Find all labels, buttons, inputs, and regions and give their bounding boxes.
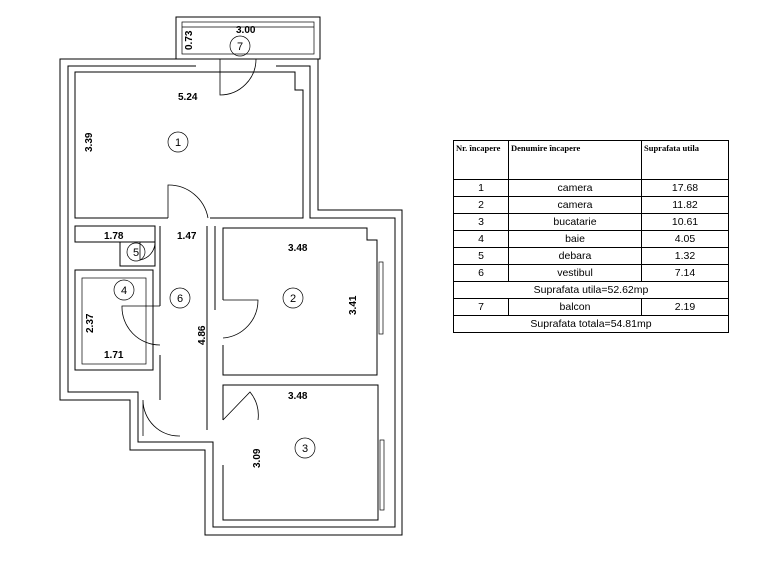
total-row: Suprafata totala=54.81mp xyxy=(453,315,729,333)
room-number: 3 xyxy=(302,443,308,455)
room2-width-dim: 3.48 xyxy=(288,243,308,254)
cell-name: balcon xyxy=(508,298,642,316)
table-row: 1 camera 17.68 xyxy=(453,179,729,197)
room3-width-dim: 3.48 xyxy=(288,391,308,402)
table-row: 7 balcon 2.19 xyxy=(453,298,729,316)
header-name: Denumire încapere xyxy=(508,140,642,180)
cell-name: camera xyxy=(508,196,642,214)
total-cell: Suprafata totala=54.81mp xyxy=(453,315,729,333)
cell-name: debara xyxy=(508,247,642,265)
room4-width-dim: 1.71 xyxy=(104,350,124,361)
table-header-row: Nr. încapere Denumire încapere Suprafata… xyxy=(453,140,729,180)
cell-area: 1.32 xyxy=(641,247,729,265)
cell-area: 11.82 xyxy=(641,196,729,214)
cell-name: camera xyxy=(508,179,642,197)
table-row: 4 baie 4.05 xyxy=(453,230,729,248)
cell-nr: 1 xyxy=(453,179,509,197)
cell-area: 7.14 xyxy=(641,264,729,282)
doors xyxy=(121,58,259,437)
balcony xyxy=(175,16,321,60)
room-label-6: 6 xyxy=(169,287,191,309)
cell-nr: 4 xyxy=(453,230,509,248)
room5-width-dim: 1.78 xyxy=(104,231,124,242)
room-number: 5 xyxy=(133,247,139,259)
room-2 xyxy=(222,227,384,376)
room-5 xyxy=(74,225,156,267)
room1-width-dim: 5.24 xyxy=(178,92,198,103)
cell-nr: 3 xyxy=(453,213,509,231)
table-row: 3 bucatarie 10.61 xyxy=(453,213,729,231)
cell-nr: 2 xyxy=(453,196,509,214)
room-label-5: 5 xyxy=(126,242,146,262)
hall-width-dim: 1.47 xyxy=(177,231,197,242)
cell-name: baie xyxy=(508,230,642,248)
room-1 xyxy=(74,71,304,219)
balcony-depth-dim: 0.73 xyxy=(184,30,195,50)
room-6 xyxy=(159,226,216,430)
room-area-table: Nr. încapere Denumire încapere Suprafata… xyxy=(453,140,729,333)
room-label-4: 4 xyxy=(113,279,135,301)
cell-name: vestibul xyxy=(508,264,642,282)
cell-area: 2.19 xyxy=(641,298,729,316)
room2-depth-dim: 3.41 xyxy=(348,295,359,315)
cell-nr: 7 xyxy=(453,298,509,316)
balcony-width-dim: 3.00 xyxy=(236,25,256,36)
table-row: 6 vestibul 7.14 xyxy=(453,264,729,282)
subtotal-row: Suprafata utila=52.62mp xyxy=(453,281,729,299)
room1-depth-dim: 3.39 xyxy=(84,132,95,152)
header-nr: Nr. încapere xyxy=(453,140,509,180)
cell-area: 10.61 xyxy=(641,213,729,231)
room-number: 2 xyxy=(290,293,296,305)
header-area: Suprafata utila xyxy=(641,140,729,180)
room-number: 4 xyxy=(121,285,127,297)
room-number: 1 xyxy=(175,137,181,149)
room-label-1: 1 xyxy=(167,131,189,153)
room-3 xyxy=(222,384,385,521)
room-number: 6 xyxy=(177,293,183,305)
room-label-3: 3 xyxy=(294,437,316,459)
cell-nr: 5 xyxy=(453,247,509,265)
room-label-2: 2 xyxy=(282,287,304,309)
cell-area: 4.05 xyxy=(641,230,729,248)
room3-depth-dim: 3.09 xyxy=(252,448,263,468)
table-row: 5 debara 1.32 xyxy=(453,247,729,265)
cell-nr: 6 xyxy=(453,264,509,282)
cell-name: bucatarie xyxy=(508,213,642,231)
exterior-walls xyxy=(59,58,403,536)
room-number: 7 xyxy=(237,41,243,53)
subtotal-cell: Suprafata utila=52.62mp xyxy=(453,281,729,299)
room4-depth-dim: 2.37 xyxy=(85,313,96,333)
cell-area: 17.68 xyxy=(641,179,729,197)
room-label-7: 7 xyxy=(229,35,251,57)
table-row: 2 camera 11.82 xyxy=(453,196,729,214)
hall-depth-dim: 4.86 xyxy=(197,325,208,345)
room-4 xyxy=(74,269,154,371)
